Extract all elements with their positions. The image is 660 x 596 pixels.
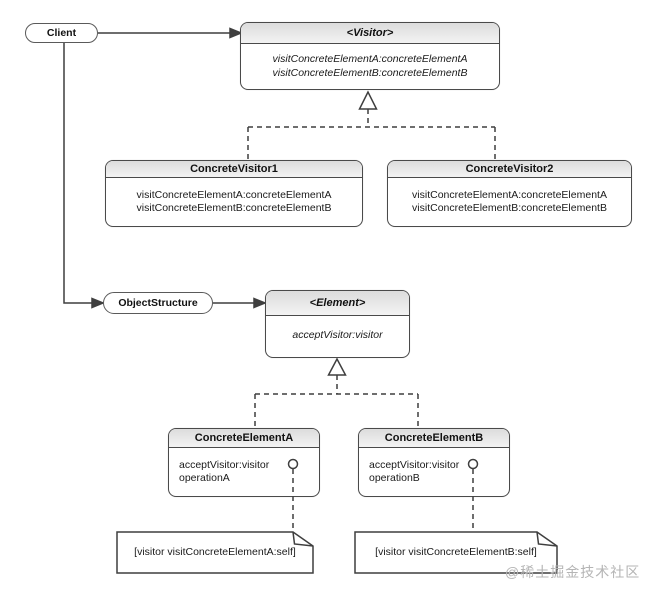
client-to-visitor-connector [98, 27, 243, 39]
visitor-class-title: <Visitor> [241, 23, 499, 44]
concrete-element-a-method: operationA [179, 472, 230, 484]
note-a-text: [visitor visitConcreteElementA:self] [134, 546, 296, 558]
concrete-visitor1-method: visitConcreteElementB:concreteElementB [136, 202, 332, 214]
arrowhead-icon [91, 297, 105, 309]
visitor-method: visitConcreteElementB:concreteElementB [272, 66, 468, 79]
hollow-triangle-icon [358, 90, 378, 110]
concrete-element-a-method: acceptVisitor:visitor [179, 458, 270, 471]
concrete-element-b-title: ConcreteElementB [359, 429, 509, 448]
concrete-element-a-class-box: ConcreteElementA acceptVisitor:visitor o… [168, 428, 320, 497]
concrete-element-b-method: operationB [369, 472, 420, 484]
arrowhead-icon [229, 27, 243, 39]
client-to-objectstructure-connector [63, 43, 105, 309]
concrete-element-b-class-box: ConcreteElementB acceptVisitor:visitor o… [358, 428, 510, 497]
client-node: Client [25, 23, 98, 43]
concrete-element-b-method: acceptVisitor:visitor [369, 458, 460, 471]
concrete-visitor1-title: ConcreteVisitor1 [106, 161, 362, 178]
objectstructure-to-element-connector [213, 297, 267, 309]
concrete-visitor2-class-box: ConcreteVisitor2 visitConcreteElementA:c… [387, 160, 632, 227]
element-method: acceptVisitor:visitor [292, 329, 383, 342]
object-structure-node: ObjectStructure [103, 292, 213, 314]
note-b-text: [visitor visitConcreteElementB:self] [375, 546, 537, 558]
visitor-generalization-connector [247, 90, 496, 161]
note-a-shape [116, 531, 314, 574]
concrete-visitor1-class-box: ConcreteVisitor1 visitConcreteElementA:c… [105, 160, 363, 227]
element-generalization-connector [254, 357, 419, 429]
client-label: Client [46, 27, 77, 39]
watermark: @稀土掘金技术社区 [505, 564, 641, 580]
element-class-box: <Element> acceptVisitor:visitor [265, 290, 410, 358]
concrete-visitor2-method: visitConcreteElementB:concreteElementB [412, 202, 607, 214]
concrete-element-a-title: ConcreteElementA [169, 429, 319, 448]
element-class-title: <Element> [266, 291, 409, 316]
visitor-class-box: <Visitor> visitConcreteElementA:concrete… [240, 22, 500, 90]
concrete-visitor2-method: visitConcreteElementA:concreteElementA [412, 188, 607, 201]
object-structure-label: ObjectStructure [118, 297, 198, 309]
visitor-method: visitConcreteElementA:concreteElementA [272, 53, 468, 65]
hollow-triangle-icon [327, 357, 347, 376]
arrowhead-icon [253, 297, 267, 309]
concrete-visitor1-method: visitConcreteElementA:concreteElementA [136, 188, 332, 201]
note-b-shape [354, 531, 558, 574]
concrete-visitor2-title: ConcreteVisitor2 [388, 161, 631, 178]
